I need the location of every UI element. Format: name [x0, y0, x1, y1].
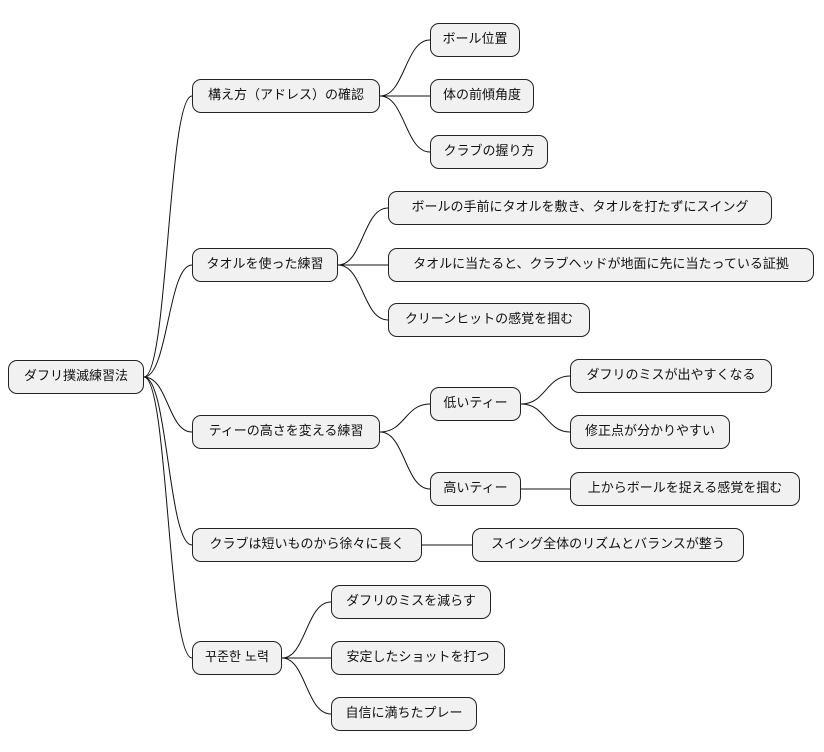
edge-b0-l2	[379, 95, 431, 153]
leaf-node-clean-hit: クリーンヒットの感覚を掴む	[388, 303, 590, 337]
leaf-node-rhythm-balance: スイング全体のリズムとバランスが整う	[472, 528, 744, 562]
edge-root-b2	[143, 376, 193, 433]
branch-node-address-check: 構え方（アドレス）の確認	[192, 79, 380, 113]
leaf-node-miss-likely: ダフリのミスが出やすくなる	[570, 359, 772, 393]
edge-b2-s1	[379, 431, 431, 490]
leaf-node-towel-evidence: タオルに当たると、クラブヘッドが地面に先に当たっている証拠	[388, 248, 814, 282]
branch-node-tee-height: ティーの高さを変える練習	[192, 415, 380, 449]
sub-node-high-tee: 高いティー	[430, 472, 521, 506]
edge-b0-l0	[379, 39, 431, 97]
leaf-node-ball-position: ボール位置	[430, 23, 520, 57]
leaf-node-strike-from-above: 上からボールを捉える感覚を掴む	[570, 472, 800, 506]
leaf-node-easy-fix: 修正点が分かりやすい	[570, 415, 730, 449]
leaf-node-stable-shot: 安定したショットを打つ	[331, 641, 505, 675]
edge-root-b3	[143, 376, 193, 546]
sub-node-low-tee: 低いティー	[430, 387, 521, 421]
branch-node-club-progression: クラブは短いものから徐々に長く	[192, 528, 422, 562]
root-node: ダフリ撲滅練習法	[8, 360, 144, 394]
branch-node-steady-effort: 꾸준한 노력	[192, 641, 282, 675]
edge-b4-l0	[281, 601, 332, 659]
edge-s0-l1	[520, 403, 571, 433]
leaf-node-towel-setup: ボールの手前にタオルを敷き、タオルを打たずにスイング	[388, 191, 772, 225]
edge-root-b0	[143, 95, 193, 378]
edge-root-b4	[143, 376, 193, 659]
edge-b1-l0	[337, 207, 389, 266]
leaf-node-forward-tilt: 体の前傾角度	[430, 79, 534, 113]
edge-b4-l2	[281, 657, 332, 715]
leaf-node-grip: クラブの握り方	[430, 135, 548, 169]
leaf-node-reduce-miss: ダフリのミスを減らす	[331, 585, 491, 619]
edge-root-b1	[143, 264, 193, 378]
edge-b1-l2	[337, 264, 389, 321]
edge-s0-l0	[520, 375, 571, 405]
branch-node-towel-drill: タオルを使った練習	[192, 248, 338, 282]
leaf-node-confident-play: 自信に満ちたプレー	[331, 697, 477, 731]
edge-b2-s0	[379, 403, 431, 433]
